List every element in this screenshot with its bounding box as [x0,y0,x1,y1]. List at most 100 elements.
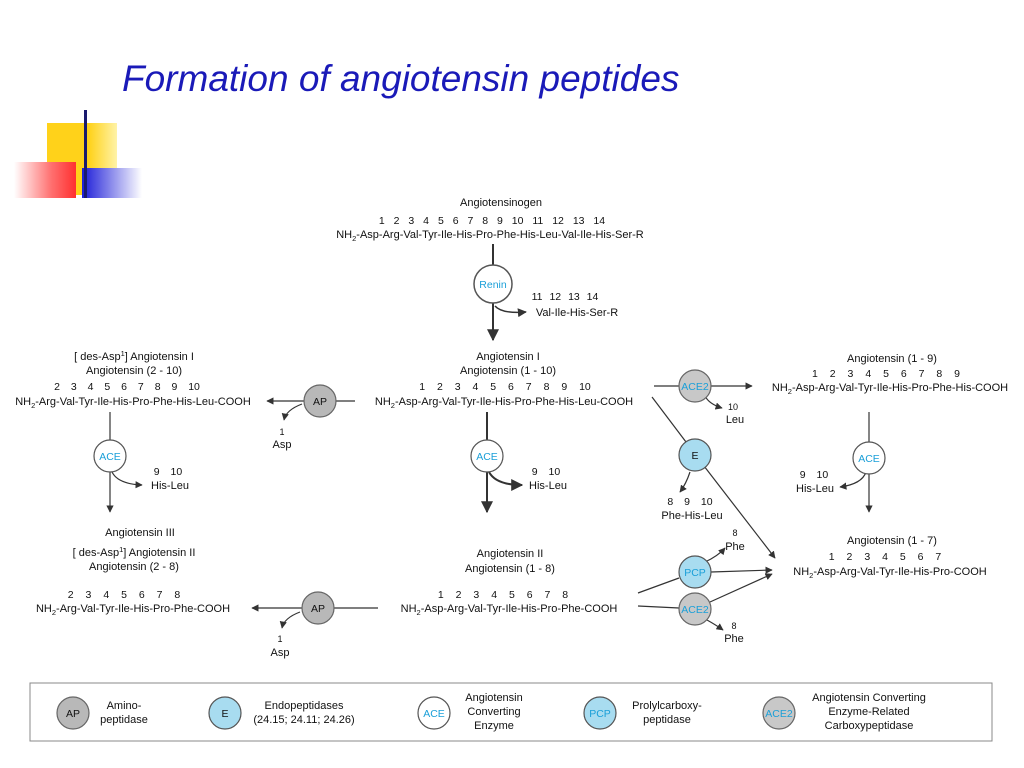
leu-product: Leu [726,414,744,426]
ang-i-sequence: NH2-Asp-Arg-Val-Tyr-Ile-His-Pro-Phe-His-… [375,396,633,410]
phe-number: 8 [731,621,736,631]
des-asp-ang-i-numbers: 2 3 4 5 6 7 8 9 10 [54,381,200,393]
deco-blue-bar [82,168,142,198]
deco-red-bar [14,162,76,198]
svg-text:Enzyme-Related: Enzyme-Related [828,706,909,718]
ang-iii-sequence: NH2-Arg-Val-Tyr-Ile-His-Pro-Phe-COOH [36,603,230,617]
svg-text:AP: AP [313,396,327,408]
ang-i-numbers: 1 2 3 4 5 6 7 8 9 10 [419,381,591,393]
his-leu-product: His-Leu [796,483,834,495]
asp-product: Asp [273,439,292,451]
svg-text:ACE: ACE [476,451,498,463]
his-leu-numbers: 9 10 [532,466,561,478]
ang-iii-label: Angiotensin III [105,527,175,539]
ang-iii-name2: [ des-Asp1] Angiotensin II [73,545,196,559]
ace-enzyme: ACE [470,439,504,473]
legend: AP Amino- peptidase E Endopeptidases (24… [29,682,993,742]
his-leu-numbers: 9 10 [800,469,829,481]
ang-ii-numbers: 1 2 3 4 5 6 7 8 [438,589,568,601]
svg-text:ACE: ACE [99,451,121,463]
svg-text:Enzyme: Enzyme [474,720,514,732]
residue-number: 14 [593,215,605,227]
svg-text:ACE: ACE [423,708,445,720]
angiotensinogen-numbers: 1 2 3 4 5 6 7 8 9 10 11 12 13 14 [379,215,605,227]
ap-enzyme: AP [303,384,337,418]
ang-1-7-numbers: 1 2 3 4 5 6 7 [829,551,942,563]
ace2-enzyme: ACE2 [678,369,712,403]
svg-text:AP: AP [66,708,80,720]
residue-number: 2 [394,215,400,227]
ang-1-9-sequence: NH2-Asp-Arg-Val-Tyr-Ile-His-Pro-Phe-His-… [772,382,1008,396]
renin-fragment-numbers: 11 12 13 14 [532,291,599,303]
residue-number: 3 [408,215,414,227]
svg-text:Prolylcarboxy-: Prolylcarboxy- [632,700,702,712]
ang-i-label: Angiotensin I [476,351,540,363]
svg-text:peptidase: peptidase [100,714,148,726]
ang-1-7-label: Angiotensin (1 - 7) [847,535,937,547]
phe-product: Phe [725,541,745,553]
his-leu-product: His-Leu [529,480,567,492]
ace-enzyme: ACE [93,439,127,473]
ang-ii-sequence: NH2-Asp-Arg-Val-Tyr-Ile-His-Pro-Phe-COOH [401,603,618,617]
svg-text:Angiotensin: Angiotensin [465,692,523,704]
phe-number: 8 [732,528,737,538]
ang-ii-range: Angiotensin (1 - 8) [465,563,555,575]
ace2-enzyme: ACE2 [678,592,712,626]
angiotensinogen-label: Angiotensinogen [460,197,542,209]
e-enzyme: E [678,438,712,472]
renin-enzyme: Renin [473,264,513,304]
his-leu-product: His-Leu [151,480,189,492]
svg-text:AP: AP [311,603,325,615]
pcp-enzyme: PCP [678,555,712,589]
his-leu-numbers: 9 10 [154,466,183,478]
svg-text:E: E [221,708,228,720]
phe-his-leu-numbers: 8 9 10 [667,496,712,508]
leu-number: 10 [728,402,738,412]
asp-product: Asp [271,647,290,659]
svg-text:PCP: PCP [684,567,706,579]
ang-1-7-sequence: NH2-Asp-Arg-Val-Tyr-Ile-His-Pro-COOH [793,566,986,580]
asp-number: 1 [277,634,282,644]
phe-product: Phe [724,633,744,645]
svg-text:Carboxypeptidase: Carboxypeptidase [825,720,914,732]
des-asp-ang-i-label: [ des-Asp1] Angiotensin I [74,349,194,363]
svg-text:PCP: PCP [589,708,611,720]
slide-title: Formation of angiotensin peptides [122,58,680,99]
svg-text:(24.15; 24.11; 24.26): (24.15; 24.11; 24.26) [253,714,354,726]
ace-enzyme: ACE [852,441,886,475]
svg-text:Amino-: Amino- [107,700,142,712]
ang-iii-range: Angiotensin (2 - 8) [89,561,179,573]
svg-text:ACE2: ACE2 [681,381,709,393]
legend-item-ap: AP Amino- peptidase [56,696,148,730]
svg-text:Converting: Converting [467,706,520,718]
svg-text:E: E [691,450,698,462]
residue-number: 10 [512,215,524,227]
des-asp-ang-i-sequence: NH2-Arg-Val-Tyr-Ile-His-Pro-Phe-His-Leu-… [15,396,251,410]
asp-number: 1 [279,427,284,437]
residue-number: 8 [482,215,488,227]
svg-text:Angiotensin Converting: Angiotensin Converting [812,692,926,704]
angiotensinogen-sequence: NH2-Asp-Arg-Val-Tyr-Ile-His-Pro-Phe-His-… [336,229,644,243]
ap-enzyme: AP [301,591,335,625]
residue-number: 4 [423,215,429,227]
svg-text:peptidase: peptidase [643,714,691,726]
svg-text:ACE2: ACE2 [765,708,793,720]
residue-number: 9 [497,215,503,227]
residue-number: 5 [438,215,444,227]
ang-i-range: Angiotensin (1 - 10) [460,365,556,377]
ang-iii-numbers: 2 3 4 5 6 7 8 [68,589,181,601]
deco-vertical-line [84,110,87,198]
svg-text:Endopeptidases: Endopeptidases [265,700,344,712]
svg-text:ACE2: ACE2 [681,604,709,616]
residue-number: 13 [573,215,585,227]
ang-ii-label: Angiotensin II [477,548,544,560]
phe-his-leu-product: Phe-His-Leu [661,510,722,522]
renin-label: Renin [479,279,507,291]
residue-number: 12 [552,215,564,227]
residue-number: 1 [379,215,385,227]
legend-item-e: E Endopeptidases (24.15; 24.11; 24.26) [208,696,355,730]
ang-1-9-numbers: 1 2 3 4 5 6 7 8 9 [812,368,960,380]
residue-number: 7 [467,215,473,227]
legend-item-pcp: PCP Prolylcarboxy- peptidase [583,696,702,730]
